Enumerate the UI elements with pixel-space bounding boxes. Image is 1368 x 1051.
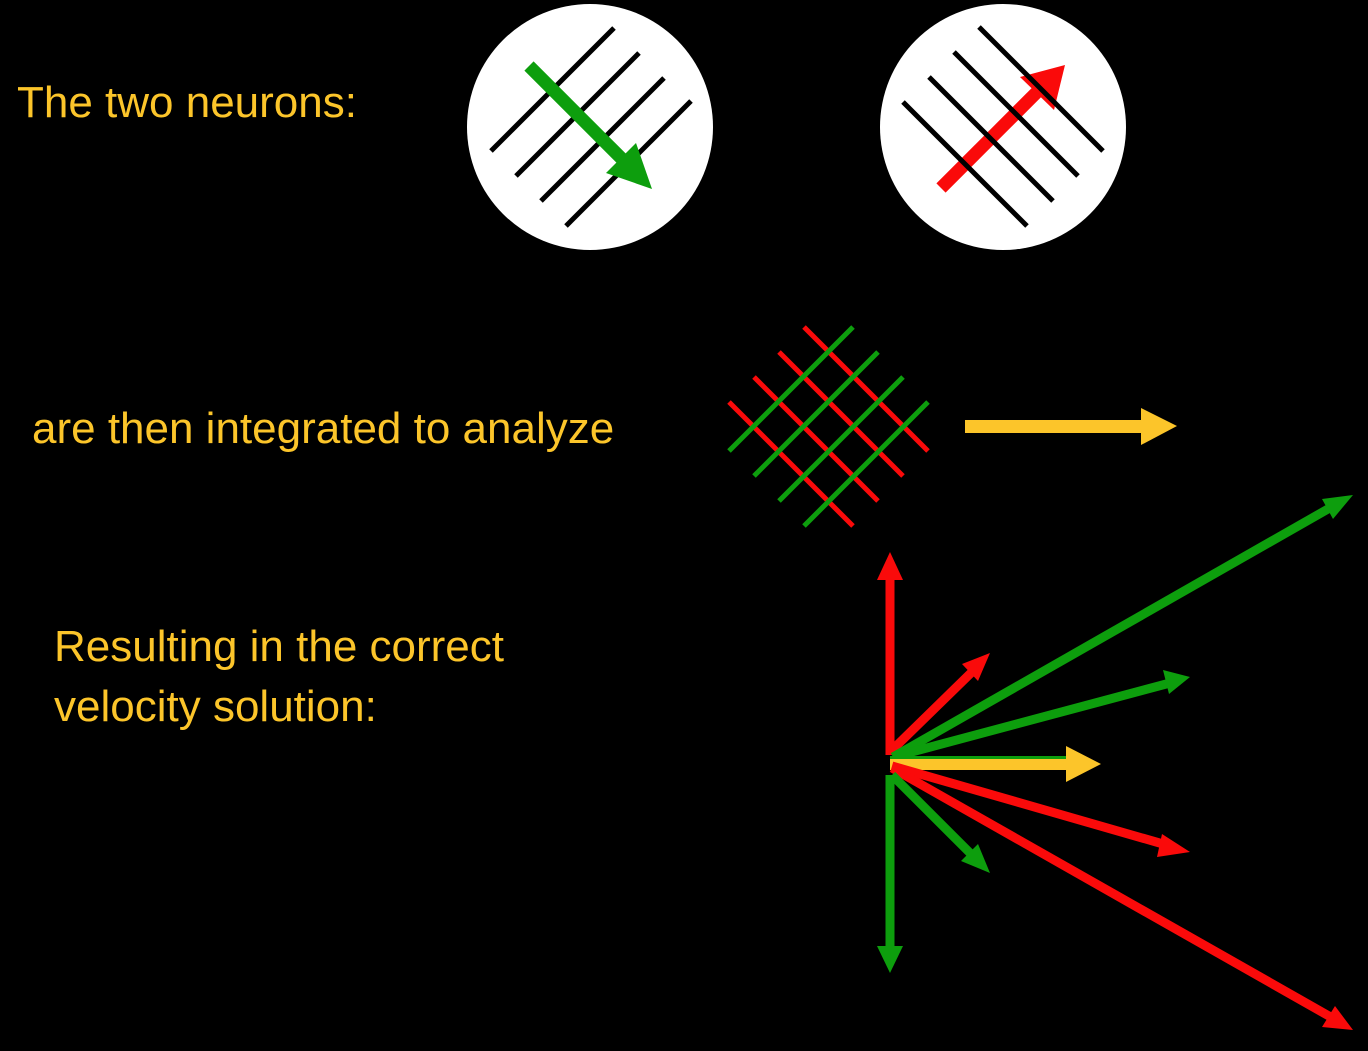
green-vector-down-icon <box>877 775 903 973</box>
plaid-green-line <box>727 325 855 453</box>
neuron-1-aperture <box>467 4 713 250</box>
grating-line <box>977 25 1105 153</box>
plaid-red-line <box>802 325 930 453</box>
result-label-line1: Resulting in the correct <box>54 622 504 671</box>
velocity-solution-diagram <box>877 495 1353 1030</box>
grating-lines <box>901 25 1105 228</box>
result-label-line2: velocity solution: <box>54 682 377 731</box>
resultant-vector-right-icon <box>890 746 1101 782</box>
plaid-pattern <box>727 325 930 528</box>
neuron-2-aperture <box>880 4 1126 250</box>
grating-line <box>901 100 1029 228</box>
plaid-red-line <box>777 350 905 478</box>
plaid-green-line <box>802 400 930 528</box>
grating-line <box>952 50 1080 178</box>
red-vector-medium-down-right-icon <box>890 761 1190 857</box>
red-vector-up-icon <box>877 552 903 755</box>
green-vector-long-up-right-icon <box>890 495 1353 761</box>
plaid-red-line <box>752 375 880 503</box>
red-vector-long-down-right-icon <box>889 764 1353 1030</box>
plaid-red-line <box>727 400 855 528</box>
grating-line <box>927 75 1055 203</box>
plaid-green-line <box>777 375 905 503</box>
plaid-green-line <box>752 350 880 478</box>
green-vector-medium-up-right-icon <box>891 670 1190 762</box>
plaid-motion-arrow-right-icon <box>965 408 1177 445</box>
motion-arrow-down-right-icon <box>524 61 652 189</box>
green-vector-down-right-icon <box>888 771 990 873</box>
plaid-red-lines <box>727 325 930 528</box>
integrated-label: are then integrated to analyze <box>32 404 615 453</box>
plaid-green-lines <box>727 325 930 528</box>
neurons-label: The two neurons: <box>17 78 357 127</box>
red-vector-up-right-icon <box>886 653 990 756</box>
